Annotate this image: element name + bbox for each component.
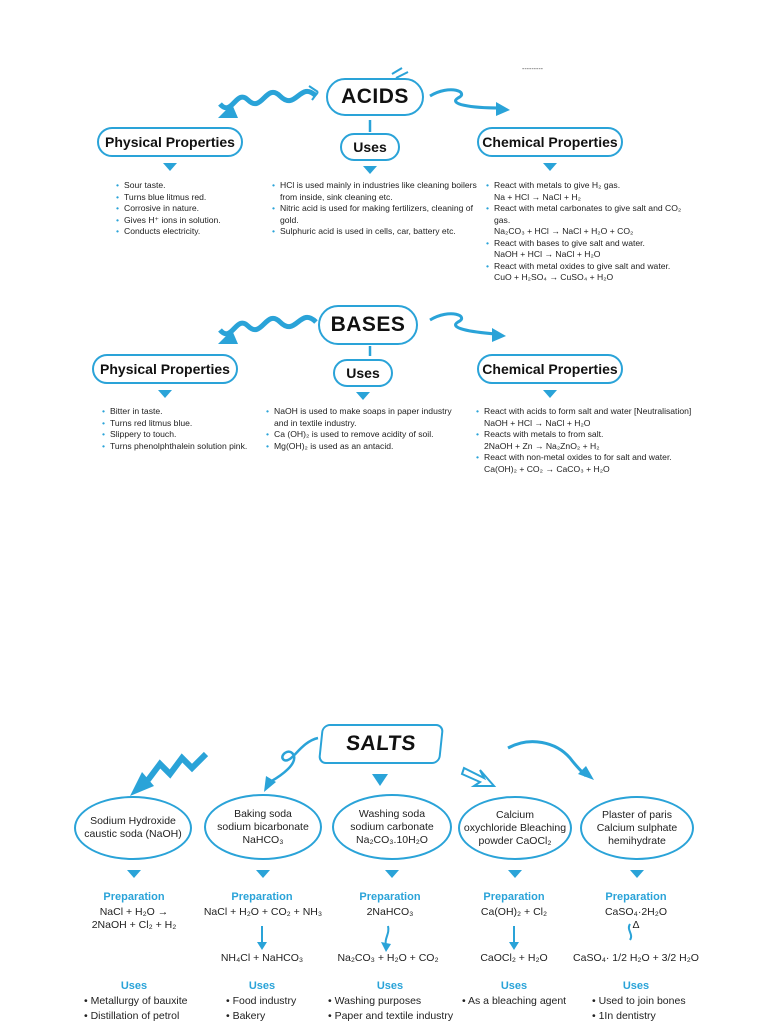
list-item: Distillation of petrol <box>84 1009 209 1024</box>
list-item: React with metals to give H₂ gas.Na + HC… <box>484 180 694 203</box>
salt-uses-list: Food industry Bakery <box>226 994 326 1024</box>
salt-name: Plaster of paris Calcium sulphate hemihy… <box>596 808 678 847</box>
list-item: Sulphuric acid is used in cells, car, ba… <box>270 226 480 238</box>
salt-item-washing-soda: Washing soda sodium carbonate Na₂CO₃.10H… <box>332 794 452 860</box>
uses-label: Uses <box>500 980 528 992</box>
bases-chemical-list: React with acids to form salt and water … <box>474 406 692 475</box>
salt-name: Calcium oxychloride Bleaching powder CaO… <box>463 808 567 847</box>
uses-label: Uses <box>376 980 404 992</box>
preparation-equation: Ca(OH)₂ + Cl₂ <box>480 906 548 918</box>
acids-chemical-chevron-icon <box>543 163 557 171</box>
list-item: Mg(OH)₂ is used as an antacid. <box>264 441 464 453</box>
preparation-label: Preparation <box>103 891 165 903</box>
bases-uses-list: NaOH is used to make soaps in paper indu… <box>264 406 464 452</box>
result-equation: Na₂CO₃ + H₂O + CO₂ <box>337 952 439 964</box>
result-arrows <box>257 923 633 952</box>
list-item: Ca (OH)₂ is used to remove acidity of so… <box>264 429 464 441</box>
salt-name: Washing soda sodium carbonate Na₂CO₃.10H… <box>350 807 434 846</box>
acids-chemical-title: Chemical Properties <box>477 127 623 157</box>
salt-uses-list: Washing purposes Paper and textile indus… <box>328 994 478 1024</box>
list-item: NaOH is used to make soaps in paper indu… <box>264 406 464 429</box>
salt-item-naoh: Sodium Hydroxide caustic soda (NaOH) <box>74 796 192 860</box>
chevron-down-icon <box>630 870 644 878</box>
bases-decorations <box>218 312 506 356</box>
acids-chemical-list: React with metals to give H₂ gas.Na + HC… <box>484 180 694 284</box>
chevron-down-icon <box>127 870 141 878</box>
acids-decorations <box>218 67 510 132</box>
list-item: Washing purposes <box>328 994 478 1009</box>
list-item: Slippery to touch. <box>100 429 275 441</box>
preparation-label: Preparation <box>359 891 421 903</box>
list-item: React with metal oxides to give salt and… <box>484 261 694 284</box>
list-item: Gives H⁺ ions in solution. <box>114 215 274 227</box>
preparation-equation: CaSO₄·2H₂O Δ <box>604 906 668 931</box>
list-item: Used to join bones <box>592 994 722 1009</box>
acids-uses-chevron-icon <box>363 166 377 174</box>
acids-physical-list: Sour taste. Turns blue litmus red. Corro… <box>114 180 274 238</box>
corner-note: --------- <box>522 66 543 73</box>
list-item: React with bases to give salt and water.… <box>484 238 694 261</box>
preparation-label: Preparation <box>483 891 545 903</box>
acids-physical-chevron-icon <box>163 163 177 171</box>
list-item: HCl is used mainly in industries like cl… <box>270 180 480 203</box>
bases-chemical-chevron-icon <box>543 390 557 398</box>
preparation-equation: NaCl + H₂O → 2NaOH + Cl₂ + H₂ <box>91 906 177 931</box>
salt-name: Sodium Hydroxide caustic soda (NaOH) <box>84 815 182 840</box>
chevron-down-icon <box>508 870 522 878</box>
list-item: Conducts electricity. <box>114 226 274 238</box>
uses-label: Uses <box>120 980 148 992</box>
uses-label: Uses <box>248 980 276 992</box>
list-item: Bakery <box>226 1009 326 1024</box>
bases-uses-title: Uses <box>333 359 393 387</box>
bases-title: BASES <box>318 305 418 345</box>
salt-uses-list: Metallurgy of bauxite Distillation of pe… <box>84 994 209 1024</box>
list-item: React with metal carbonates to give salt… <box>484 203 694 238</box>
list-item: React with acids to form salt and water … <box>474 406 692 429</box>
list-item: Reacts with metals to from salt.2NaOH + … <box>474 429 692 452</box>
list-item: Nitric acid is used for making fertilize… <box>270 203 480 226</box>
list-item: Turns red litmus blue. <box>100 418 275 430</box>
salt-item-baking-soda: Baking soda sodium bicarbonate NaHCO₃ <box>204 794 322 860</box>
bases-physical-list: Bitter in taste. Turns red litmus blue. … <box>100 406 275 452</box>
list-item: Food industry <box>226 994 326 1009</box>
salts-title: SALTS <box>317 724 445 764</box>
preparation-equation: 2NaHCO₃ <box>366 906 414 918</box>
bases-uses-chevron-icon <box>356 392 370 400</box>
list-item: React with non-metal oxides to for salt … <box>474 452 692 475</box>
salt-name: Baking soda sodium bicarbonate NaHCO₃ <box>217 807 309 846</box>
result-equation: NH₄Cl + NaHCO₃ <box>220 952 304 964</box>
result-equation: CaOCl₂ + H₂O <box>480 952 548 964</box>
chevron-down-icon <box>256 870 270 878</box>
list-item: Corrosive in nature. <box>114 203 274 215</box>
result-equation: CaSO₄· 1/2 H₂O + 3/2 H₂O <box>573 952 699 964</box>
acids-title: ACIDS <box>326 78 424 116</box>
list-item: Turns phenolphthalein solution pink. <box>100 441 275 453</box>
acids-uses-title: Uses <box>340 133 400 161</box>
bases-chemical-title: Chemical Properties <box>477 354 623 384</box>
salts-decorations <box>130 736 594 796</box>
list-item: Paper and textile industry <box>328 1009 478 1024</box>
list-item: 1In dentistry <box>592 1009 722 1024</box>
bases-physical-title: Physical Properties <box>92 354 238 384</box>
salt-item-bleaching-powder: Calcium oxychloride Bleaching powder CaO… <box>458 796 572 860</box>
acids-physical-title: Physical Properties <box>97 127 243 157</box>
list-item: As a bleaching agent <box>462 994 582 1009</box>
preparation-label: Preparation <box>231 891 293 903</box>
salt-uses-list: Used to join bones 1In dentistry <box>592 994 722 1024</box>
list-item: Metallurgy of bauxite <box>84 994 209 1009</box>
list-item: Turns blue litmus red. <box>114 192 274 204</box>
uses-label: Uses <box>622 980 650 992</box>
salt-item-plaster-of-paris: Plaster of paris Calcium sulphate hemihy… <box>580 796 694 860</box>
preparation-label: Preparation <box>605 891 667 903</box>
list-item: Sour taste. <box>114 180 274 192</box>
acids-uses-list: HCl is used mainly in industries like cl… <box>270 180 480 238</box>
chevron-down-icon <box>385 870 399 878</box>
preparation-equation: NaCl + H₂O + CO₂ + NH₃ <box>203 906 323 918</box>
bases-physical-chevron-icon <box>158 390 172 398</box>
salt-uses-list: As a bleaching agent <box>462 994 582 1009</box>
list-item: Bitter in taste. <box>100 406 275 418</box>
